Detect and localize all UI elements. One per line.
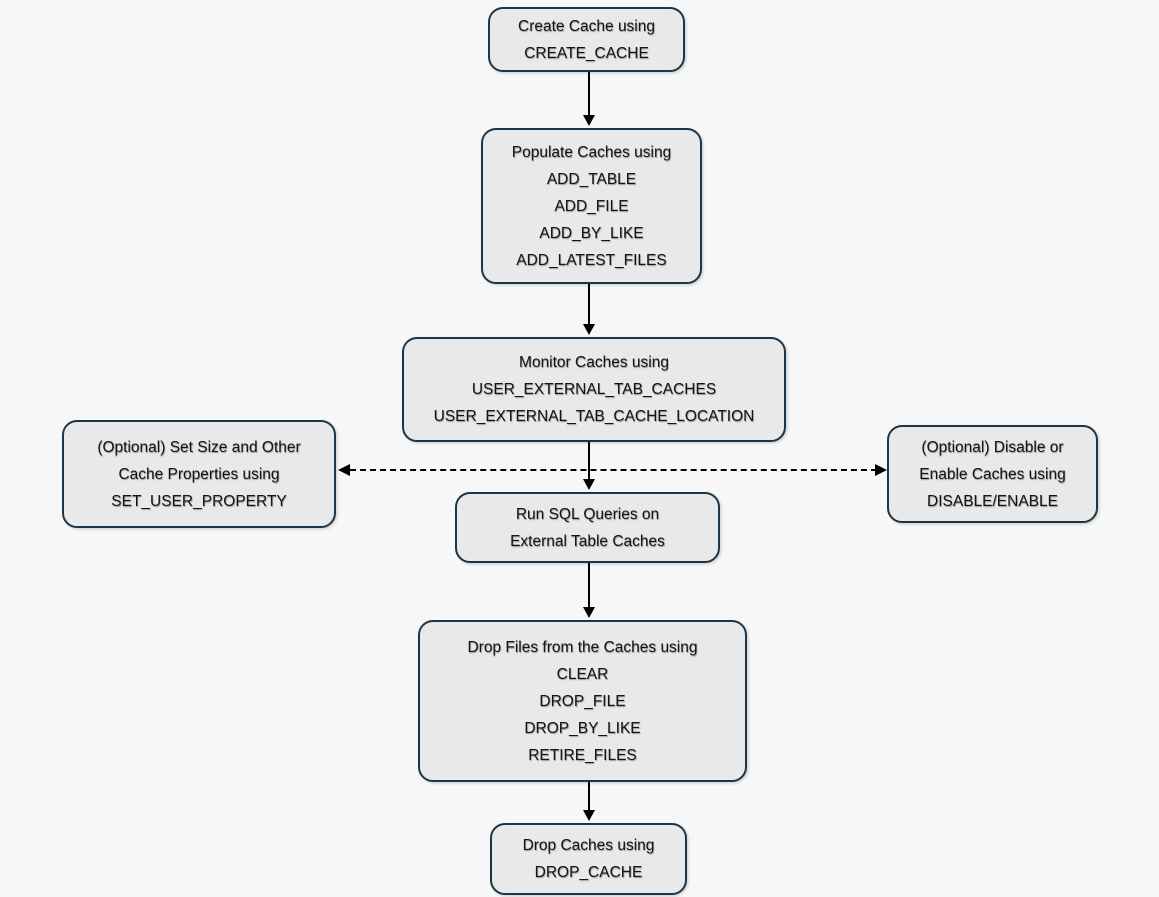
- box-text-line: CREATE_CACHE: [524, 44, 649, 62]
- box-text-line: SET_USER_PROPERTY: [111, 492, 287, 510]
- box-text-line: Cache Properties using: [118, 465, 280, 483]
- node-disable-enable-caches: (Optional) Disable or Enable Caches using…: [887, 425, 1098, 523]
- box-text-line: Drop Caches using: [522, 837, 655, 854]
- box-text-line: USER_EXTERNAL_TAB_CACHE_LOCATION: [433, 408, 755, 425]
- box-text-line: Enable Caches using: [919, 465, 1066, 483]
- box-text-line: USER_EXTERNAL_TAB_CACHES: [471, 381, 717, 398]
- box-text-line: CLEAR: [556, 665, 609, 683]
- box-text-line: ADD_LATEST_FILES: [516, 251, 667, 269]
- box-text-line: ADD_BY_LIKE: [539, 224, 644, 242]
- box-text-line: DROP_FILE: [539, 692, 626, 710]
- box-text-line: RETIRE_FILES: [528, 746, 637, 764]
- box-text-line: Run SQL Queries on: [515, 505, 660, 523]
- box-text-line: External Table Caches: [510, 532, 665, 550]
- box-text-line: Drop Files from the Caches using: [467, 638, 698, 656]
- box-text-line: Create Cache using: [518, 17, 655, 35]
- box-text-line: DROP_BY_LIKE: [524, 719, 641, 737]
- dashed-arrowhead-right-icon: [875, 464, 887, 476]
- box-text-line: (Optional) Disable or: [921, 438, 1064, 456]
- box-text-line: DISABLE/ENABLE: [927, 492, 1058, 510]
- arrow-monitor-to-runsql-icon: [583, 442, 595, 490]
- arrow-create-to-populate-icon: [583, 72, 595, 126]
- arrow-dropfiles-to-dropcache-icon: [583, 782, 595, 821]
- box-text-line: ADD_TABLE: [546, 170, 637, 188]
- box-text-line: DROP_CACHE: [534, 864, 643, 881]
- node-run-sql-queries: Run SQL Queries on External Table Caches: [455, 492, 720, 563]
- box-text-line: ADD_FILE: [554, 197, 629, 215]
- dashed-arrowhead-left-icon: [338, 464, 350, 476]
- box-text-line: Monitor Caches using: [519, 354, 669, 371]
- arrow-runsql-to-dropfiles-icon: [583, 563, 595, 618]
- arrow-populate-to-monitor-icon: [583, 284, 595, 335]
- box-text-line: (Optional) Set Size and Other: [97, 438, 301, 456]
- box-text-line: Populate Caches using: [511, 143, 672, 161]
- dashed-connector-line: [350, 469, 877, 471]
